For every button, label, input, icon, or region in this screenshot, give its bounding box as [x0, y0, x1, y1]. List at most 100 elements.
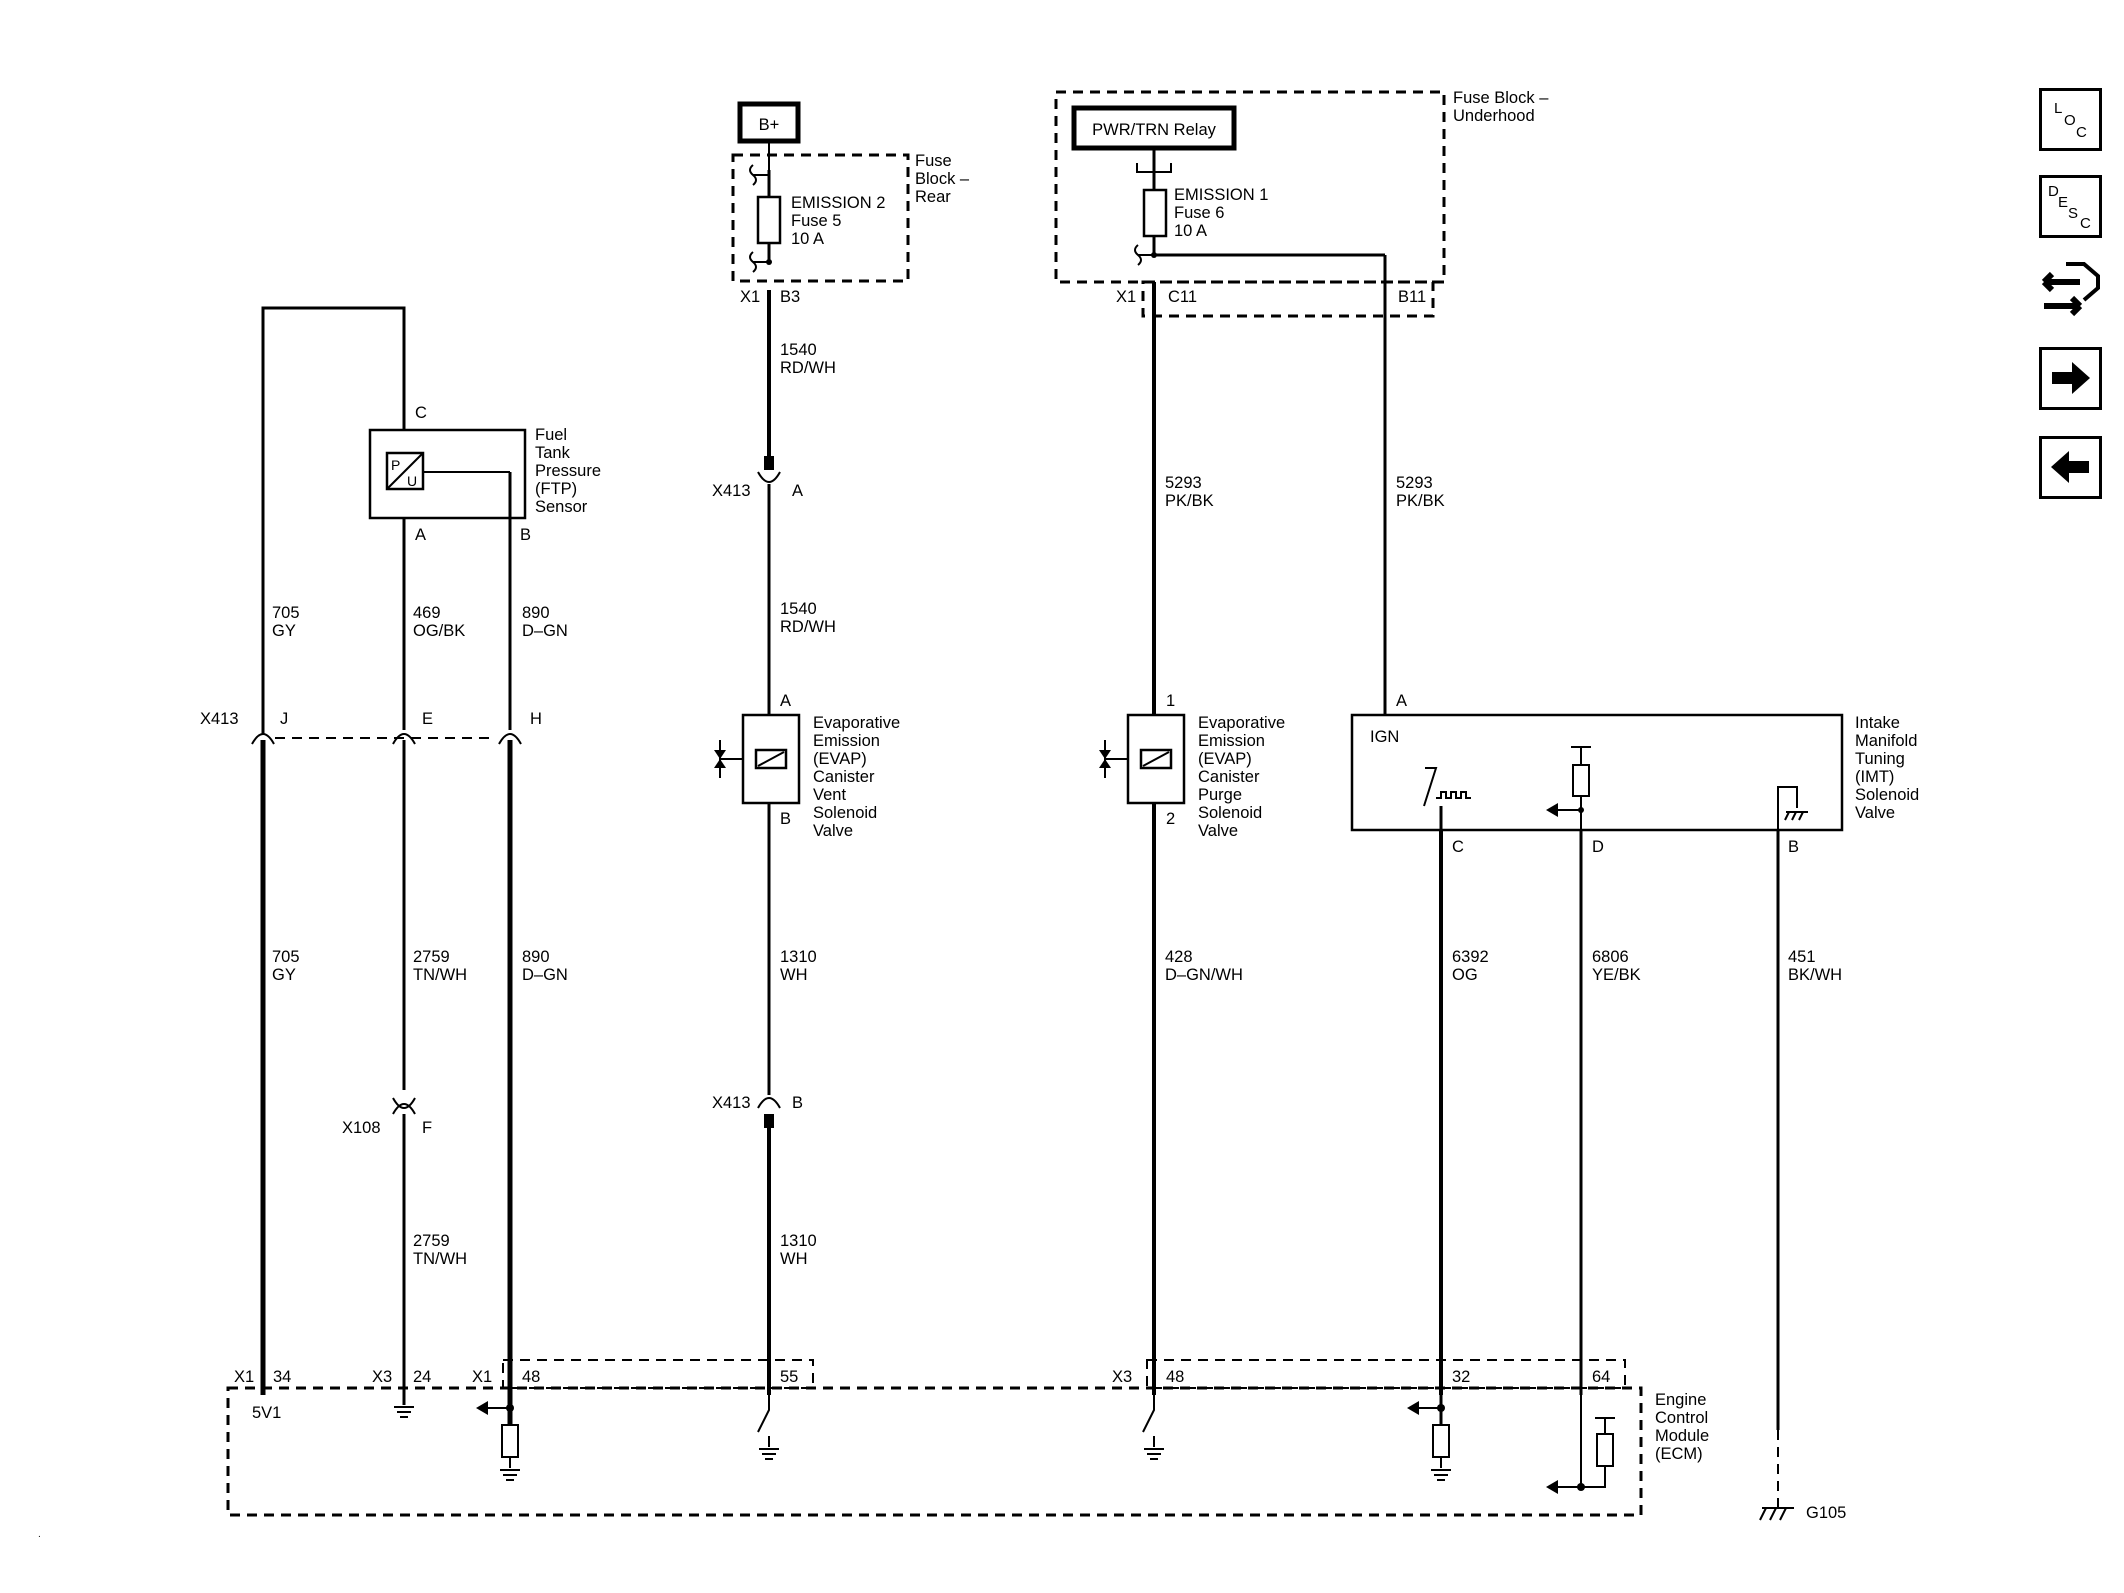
ftp-pin-b: B [520, 526, 531, 544]
wire-469-num: 469 [413, 604, 441, 622]
wire-705-num-bottom: 705 [272, 948, 300, 966]
corner-mark: . [38, 1529, 41, 1540]
evap-vent-label-3: (EVAP) [813, 750, 867, 768]
imt-label-2: Manifold [1855, 732, 1917, 750]
fuse-block-underhood-label-1: Fuse Block – [1453, 89, 1549, 107]
wire-6806-color: YE/BK [1592, 966, 1641, 984]
ftp-sensor: P U C A B Fuel Tank Pressure (FTP) Senso… [368, 404, 601, 544]
fuse5-name: EMISSION 2 [791, 194, 885, 212]
x1-connector-label: X1 [740, 288, 760, 306]
evap-vent-label-1: Evaporative [813, 714, 900, 732]
ecm-label-1: Engine [1655, 1391, 1706, 1409]
loc-icon: L O C [2054, 100, 2087, 141]
wire-428-color: D–GN/WH [1165, 966, 1243, 984]
wire-6806-num: 6806 [1592, 948, 1629, 966]
wire-890-num-top: 890 [522, 604, 550, 622]
arrow-left-icon [2051, 451, 2089, 483]
fuse-block-rear-label-2: Block – [915, 170, 970, 188]
ecm-label-2: Control [1655, 1409, 1708, 1427]
fuse-block-rear: Fuse Block – Rear EMISSION 2 Fuse 5 10 A… [731, 152, 970, 306]
ecm-label-4: (ECM) [1655, 1445, 1703, 1463]
ftp-label-4: (FTP) [535, 480, 577, 498]
evap-vent-circuit: 1540 RD/WH X413 A 1540 RD/WH A B Evapora… [712, 290, 900, 1395]
evap-purge-pin-2: 2 [1166, 810, 1175, 828]
fuse6-rating: 10 A [1174, 222, 1207, 240]
fuse-5 [756, 195, 782, 245]
evap-vent-label-2: Emission [813, 732, 880, 750]
ecm-module: Engine Control Module (ECM) X1 34 X3 24 … [226, 1359, 1709, 1517]
ecm-label-3: Module [1655, 1427, 1709, 1445]
ecm-pin-34: 34 [273, 1368, 291, 1386]
evap-purge-label-6: Solenoid [1198, 804, 1262, 822]
evap-vent-pin-a: A [780, 692, 791, 710]
back-button[interactable] [2039, 436, 2102, 499]
next-button[interactable] [2039, 347, 2102, 410]
imt-label-4: (IMT) [1855, 768, 1894, 786]
ecm-pin-32: 32 [1452, 1368, 1470, 1386]
g105-label: G105 [1806, 1504, 1846, 1522]
fuse-6 [1142, 188, 1168, 238]
ground-g105: G105 [1759, 1430, 1846, 1522]
wire-890-num-bottom: 890 [522, 948, 550, 966]
evap-purge-pin-1: 1 [1166, 692, 1175, 710]
b-plus-label: B+ [759, 116, 780, 134]
evap-vent-label-7: Valve [813, 822, 853, 840]
evap-purge-label-5: Purge [1198, 786, 1242, 804]
evap-vent-label-5: Vent [813, 786, 846, 804]
wire-451-num: 451 [1788, 948, 1816, 966]
wire-705-color-bottom: GY [272, 966, 296, 984]
diagnostics-button[interactable] [2036, 254, 2106, 324]
wire-705-color-top: GY [272, 622, 296, 640]
x413-label-mid-top: X413 [712, 482, 751, 500]
description-button[interactable]: D E S C [2039, 175, 2102, 238]
imt-label-6: Valve [1855, 804, 1895, 822]
wire-1310-num-top: 1310 [780, 948, 817, 966]
wire-1310-color-bottom: WH [780, 1250, 808, 1268]
wire-1540-num-top: 1540 [780, 341, 817, 359]
x413-pin-h: H [530, 710, 542, 728]
wire-451-color: BK/WH [1788, 966, 1842, 984]
fuse6-name: EMISSION 1 [1174, 186, 1268, 204]
evap-purge-label-4: Canister [1198, 768, 1260, 786]
x413-pin-b: B [792, 1094, 803, 1112]
b-plus-source: B+ [737, 101, 801, 170]
ecm-x1-label-a: X1 [234, 1368, 254, 1386]
wire-2759-color-bottom: TN/WH [413, 1250, 467, 1268]
desc-letter-d: D [2048, 183, 2059, 200]
ecm-pin-48a: 48 [522, 1368, 540, 1386]
evap-purge-label-7: Valve [1198, 822, 1238, 840]
wire-705-num-top: 705 [272, 604, 300, 622]
imt-pin-d: D [1592, 838, 1604, 856]
wire-890-color-top: D–GN [522, 622, 568, 640]
x413-pin-e: E [422, 710, 433, 728]
imt-ign-label: IGN [1370, 728, 1399, 746]
fuse5-number: Fuse 5 [791, 212, 841, 230]
wire-1310-num-bottom: 1310 [780, 1232, 817, 1250]
pin-b11: B11 [1398, 288, 1426, 306]
evap-vent-label-6: Solenoid [813, 804, 877, 822]
evap-purge-label-2: Emission [1198, 732, 1265, 750]
ftp-p-label: P [391, 457, 400, 473]
desc-letter-s: S [2068, 205, 2078, 222]
wire-6392-num: 6392 [1452, 948, 1489, 966]
ecm-pin-64: 64 [1592, 1368, 1610, 1386]
ecm-x3-label-b: X3 [1112, 1368, 1132, 1386]
loc-letter-l: L [2054, 100, 2062, 117]
evap-vent-label-4: Canister [813, 768, 875, 786]
location-button[interactable]: L O C [2039, 88, 2102, 151]
wire-2759-num-bottom: 2759 [413, 1232, 450, 1250]
ftp-pin-a: A [415, 526, 426, 544]
wire-890-color-bottom: D–GN [522, 966, 568, 984]
imt-label-3: Tuning [1855, 750, 1905, 768]
ecm-x3-label-a: X3 [372, 1368, 392, 1386]
wire-428-num: 428 [1165, 948, 1193, 966]
ecm-pin-48b: 48 [1166, 1368, 1184, 1386]
fuse-block-rear-label-1: Fuse [915, 152, 952, 170]
wire-1540-color-bottom: RD/WH [780, 618, 836, 636]
ftp-pin-c: C [415, 404, 427, 422]
desc-icon: D E S C [2048, 183, 2091, 232]
loc-letter-o: O [2064, 112, 2076, 129]
fuse-block-underhood-label-2: Underhood [1453, 107, 1535, 125]
imt-label-5: Solenoid [1855, 786, 1919, 804]
ecm-5v1-label: 5V1 [252, 1404, 281, 1422]
